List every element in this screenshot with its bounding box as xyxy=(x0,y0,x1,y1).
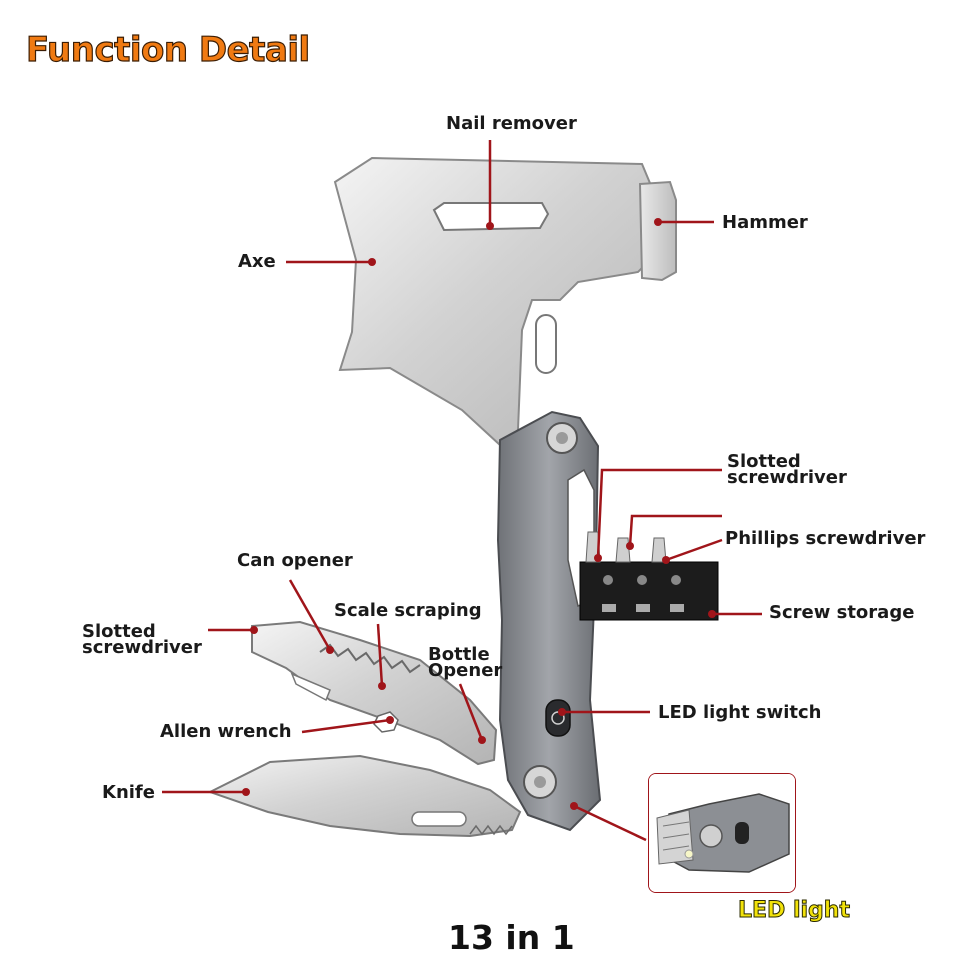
knife-serration xyxy=(469,824,513,836)
label-axe: Axe xyxy=(238,251,276,272)
leader-scale-scraping xyxy=(376,623,384,687)
label-bottle-opener: Bottle Opener xyxy=(428,644,503,681)
leader-led-light xyxy=(573,804,647,842)
scale-scraping-teeth xyxy=(319,643,421,674)
page-title: Function Detail xyxy=(25,29,310,70)
led-switch-button xyxy=(545,699,571,737)
leader-phillips xyxy=(628,514,722,547)
label-slotted-left-line1: Slotted xyxy=(82,621,156,642)
label-slotted-screwdriver-right: Slotted screwdriver xyxy=(727,451,847,488)
hammer-head xyxy=(638,180,677,282)
shank-slot xyxy=(535,314,557,374)
label-can-opener: Can opener xyxy=(237,550,353,571)
label-bottle-line2: Opener xyxy=(428,660,503,681)
label-scale-scraping: Scale scraping xyxy=(334,600,482,621)
label-nail-remover: Nail remover xyxy=(446,113,577,134)
label-slotted-right-line1: Slotted xyxy=(727,451,801,472)
label-led-light-switch: LED light switch xyxy=(658,702,822,723)
label-slotted-left-line2: screwdriver xyxy=(82,637,202,658)
label-hammer: Hammer xyxy=(722,212,808,233)
label-allen-wrench: Allen wrench xyxy=(160,721,292,742)
footer-13-in-1: 13 in 1 xyxy=(448,918,575,957)
leader-slotted-right xyxy=(596,468,722,559)
label-slotted-right-line2: screwdriver xyxy=(727,467,847,488)
label-slotted-screwdriver-left: Slotted screwdriver xyxy=(82,621,202,658)
label-screw-storage: Screw storage xyxy=(769,602,915,623)
multi-tool-blade xyxy=(251,620,498,766)
axe-head xyxy=(333,156,653,447)
led-light-caption: LED light xyxy=(738,898,851,924)
label-bottle-line1: Bottle xyxy=(428,644,490,665)
led-light-inset xyxy=(648,773,796,893)
leader-can-opener xyxy=(288,579,332,651)
leader-allen-wrench xyxy=(301,718,391,734)
knife-blade xyxy=(207,754,522,838)
led-light-closeup xyxy=(649,774,795,892)
leader-dots xyxy=(242,218,716,810)
leader-phillips-2 xyxy=(665,538,723,562)
knife-slot xyxy=(411,811,467,827)
leader-bottle-opener xyxy=(458,683,484,741)
label-knife: Knife xyxy=(102,782,155,803)
label-phillips-screwdriver: Phillips screwdriver xyxy=(725,528,926,549)
leader-lines xyxy=(162,140,762,842)
phillips-bit-1 xyxy=(615,537,631,563)
